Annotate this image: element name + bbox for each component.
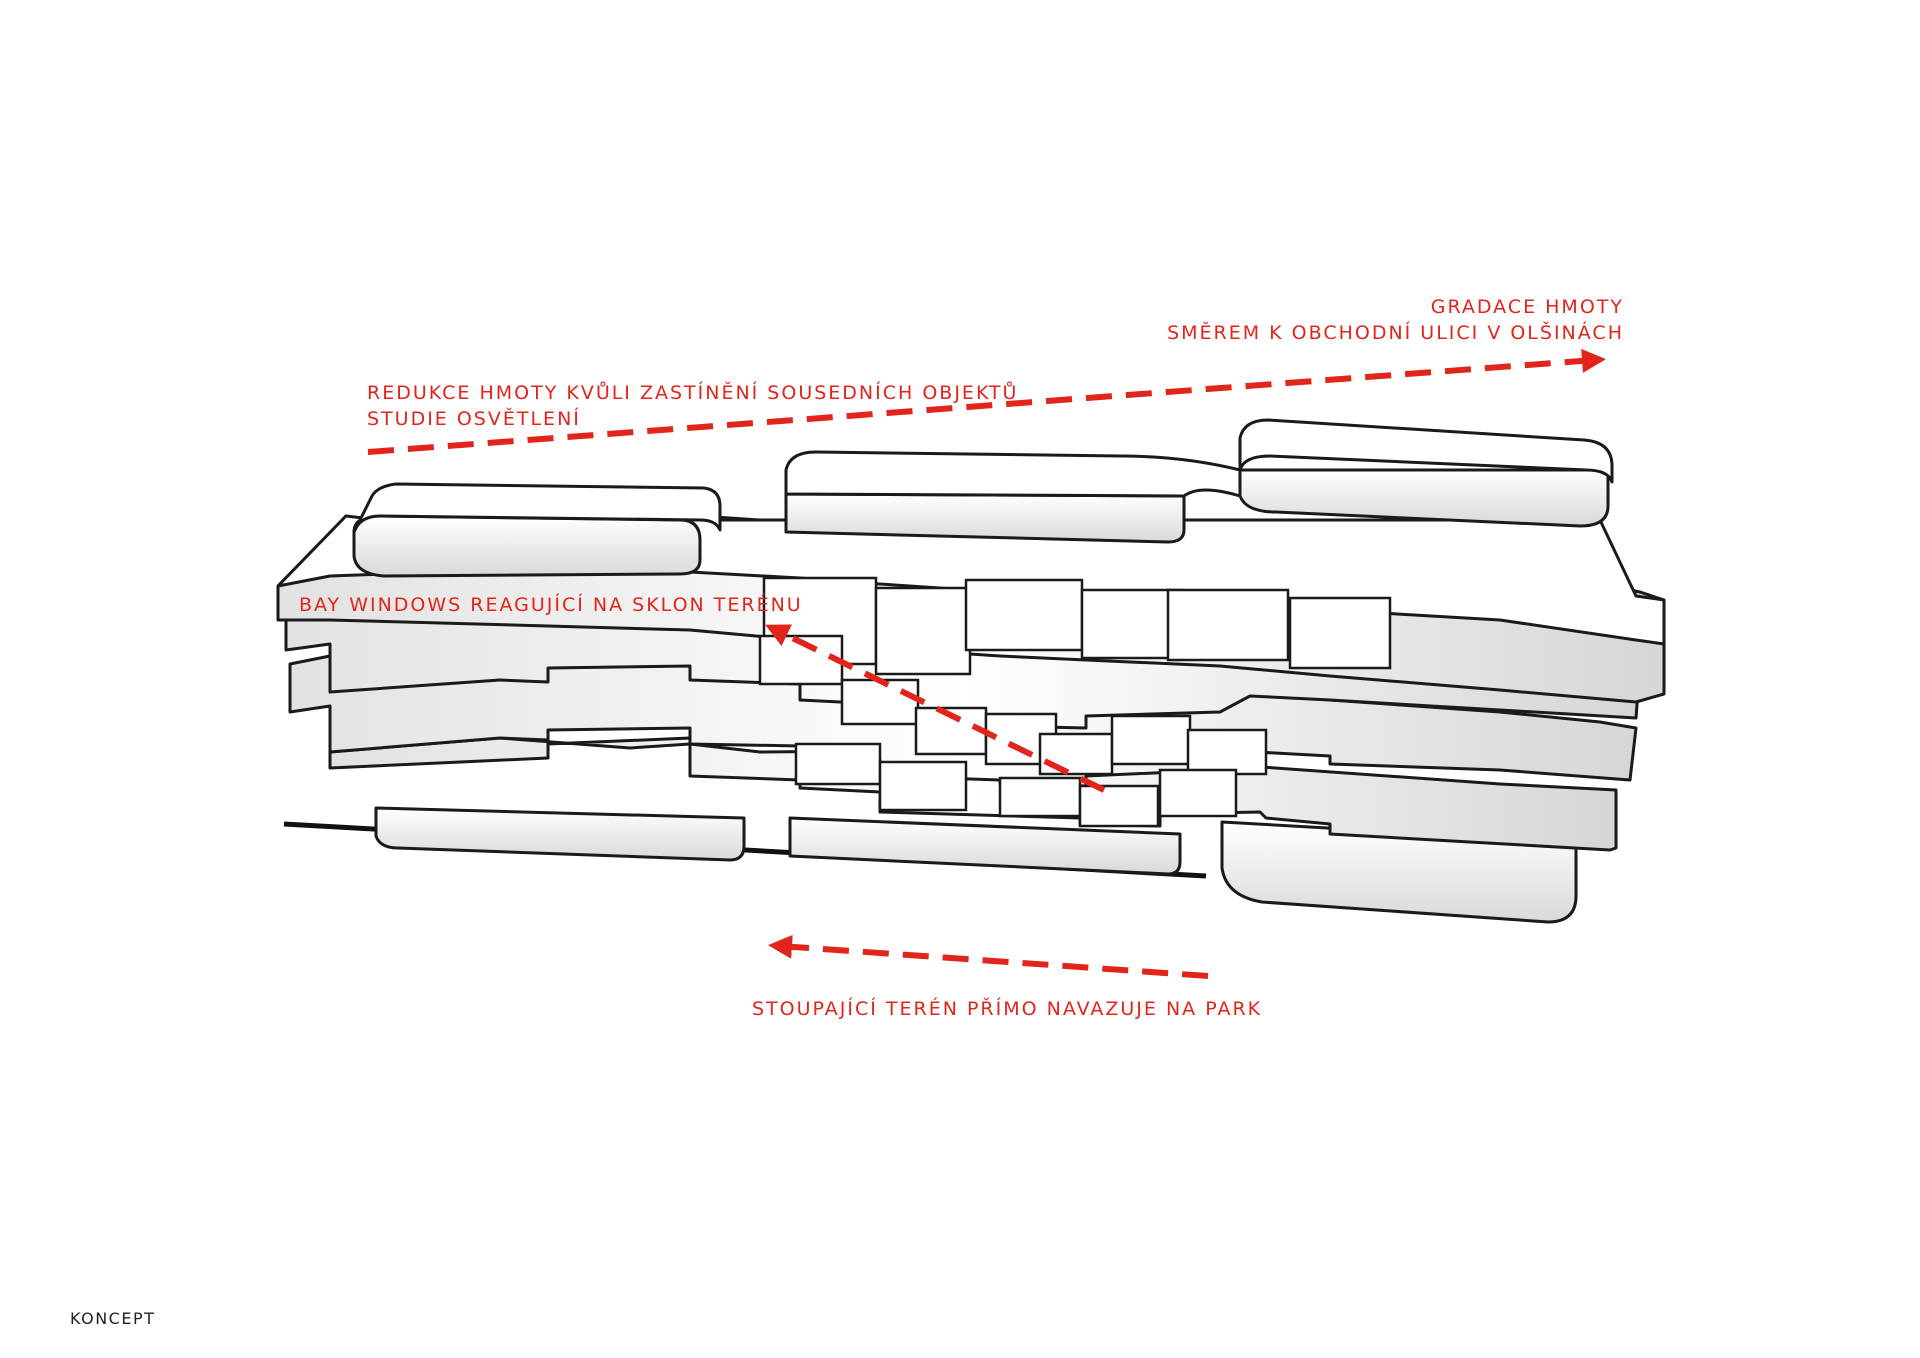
annotation-gradation-line2: SMĚREM K OBCHODNÍ ULICI V OLŠINÁCH (1167, 322, 1624, 344)
upper-masses (352, 418, 1614, 578)
annotation-terrain: STOUPAJÍCÍ TERÉN PŘÍMO NAVAZUJE NA PARK (752, 996, 1262, 1022)
annotation-gradation-line1: GRADACE HMOTY (1430, 296, 1624, 318)
annotation-reduction: REDUKCE HMOTY KVŮLI ZASTÍNĚNÍ SOUSEDNÍCH… (367, 380, 1018, 432)
annotation-gradation: GRADACE HMOTY SMĚREM K OBCHODNÍ ULICI V … (1167, 294, 1624, 346)
bay-window-steps (758, 576, 1392, 828)
annotation-bay-windows: BAY WINDOWS REAGUJÍCÍ NA SKLON TERÉNU (299, 592, 803, 618)
annotation-arrows (367, 348, 1606, 979)
arrow-gradation (367, 348, 1606, 455)
caption: KONCEPT (70, 1309, 156, 1328)
annotation-terrain-line1: STOUPAJÍCÍ TERÉN PŘÍMO NAVAZUJE NA PARK (752, 998, 1263, 1020)
podium-blocks (374, 806, 1578, 924)
annotation-reduction-line1: REDUKCE HMOTY KVŮLI ZASTÍNĚNÍ SOUSEDNÍCH… (367, 382, 1019, 404)
annotation-bay-windows-line1: BAY WINDOWS REAGUJÍCÍ NA SKLON TERÉNU (299, 594, 803, 616)
annotation-reduction-line2: STUDIE OSVĚTLENÍ (367, 408, 581, 430)
arrow-terrain (768, 934, 1209, 979)
arrow-bay-windows (765, 624, 1106, 793)
